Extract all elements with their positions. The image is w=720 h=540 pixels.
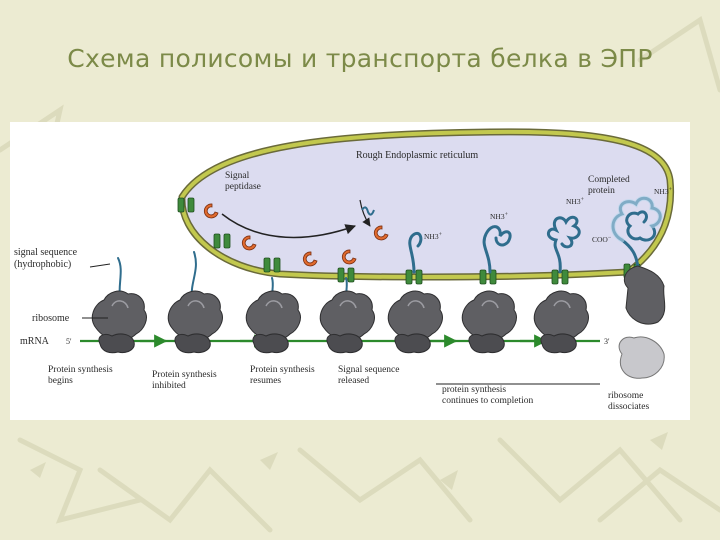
- signal-peptidase-line: Signal: [225, 171, 250, 181]
- completed-protein-line: protein: [588, 186, 615, 196]
- step-captions: Protein synthesis begins Protein synthes…: [48, 365, 649, 412]
- ribosome-icon: [246, 291, 300, 353]
- ribosome-icon: [388, 291, 442, 353]
- ribosome-icon: [534, 291, 588, 353]
- nh3-label: NH3: [654, 187, 669, 196]
- mrna-3prime-label: 3': [604, 337, 610, 346]
- ribosome-icon: [92, 291, 146, 353]
- small-subunit: [619, 337, 664, 378]
- step-caption-line: dissociates: [608, 402, 649, 412]
- step-caption-line: ribosome: [608, 391, 643, 401]
- large-subunit: [624, 266, 664, 324]
- signal-sequence-label: signal sequence (hydrophobic): [14, 247, 80, 270]
- step-caption-line: Protein synthesis: [48, 365, 113, 375]
- mrna-5prime-label: 5': [66, 337, 72, 346]
- step-caption-line: continues to completion: [442, 396, 534, 406]
- step-caption-line: Protein synthesis: [152, 370, 217, 380]
- step-caption: Protein synthesis begins: [48, 365, 115, 386]
- step-caption: Signal sequence released: [338, 365, 402, 386]
- step-caption-line: resumes: [250, 376, 281, 386]
- dissociated-ribosome: [619, 266, 665, 378]
- mrna-label: mRNA: [20, 336, 50, 347]
- step-caption-line: Signal sequence: [338, 365, 399, 375]
- ribosome-label: ribosome: [32, 313, 70, 324]
- step-caption: ribosome dissociates: [608, 391, 649, 412]
- step-caption-line: protein synthesis: [442, 385, 506, 395]
- ribosomes: [92, 291, 588, 353]
- signal-sequence-line: (hydrophobic): [14, 259, 71, 270]
- completed-protein-line: Completed: [588, 175, 630, 185]
- polysome-figure: Rough Endoplasmic reticulum Signal pepti…: [10, 122, 690, 420]
- rough-er-label: Rough Endoplasmic reticulum: [356, 150, 478, 161]
- step-caption-line: begins: [48, 376, 73, 386]
- ribosome-icon: [320, 291, 374, 353]
- cooh-label: COO: [592, 235, 608, 244]
- slide-title: Схема полисомы и транспорта белка в ЭПР: [0, 44, 720, 73]
- nh3-label: NH3: [490, 212, 505, 221]
- step-caption: protein synthesis continues to completio…: [442, 385, 534, 406]
- ribosome-icon: [462, 291, 516, 353]
- signal-sequence-pointer: [90, 264, 110, 267]
- nh3-label: NH3: [424, 232, 439, 241]
- step-caption: Protein synthesis resumes: [250, 365, 317, 386]
- signal-sequence-line: signal sequence: [14, 247, 78, 258]
- step-caption-line: released: [338, 376, 369, 386]
- nh3-label: NH3: [566, 197, 581, 206]
- step-caption-line: Protein synthesis: [250, 365, 315, 375]
- step-caption: Protein synthesis inhibited: [152, 370, 219, 391]
- step-caption-line: inhibited: [152, 381, 186, 391]
- polysome-diagram: Rough Endoplasmic reticulum Signal pepti…: [10, 122, 690, 420]
- ribosome-icon: [168, 291, 222, 353]
- signal-peptidase-line: peptidase: [225, 182, 261, 192]
